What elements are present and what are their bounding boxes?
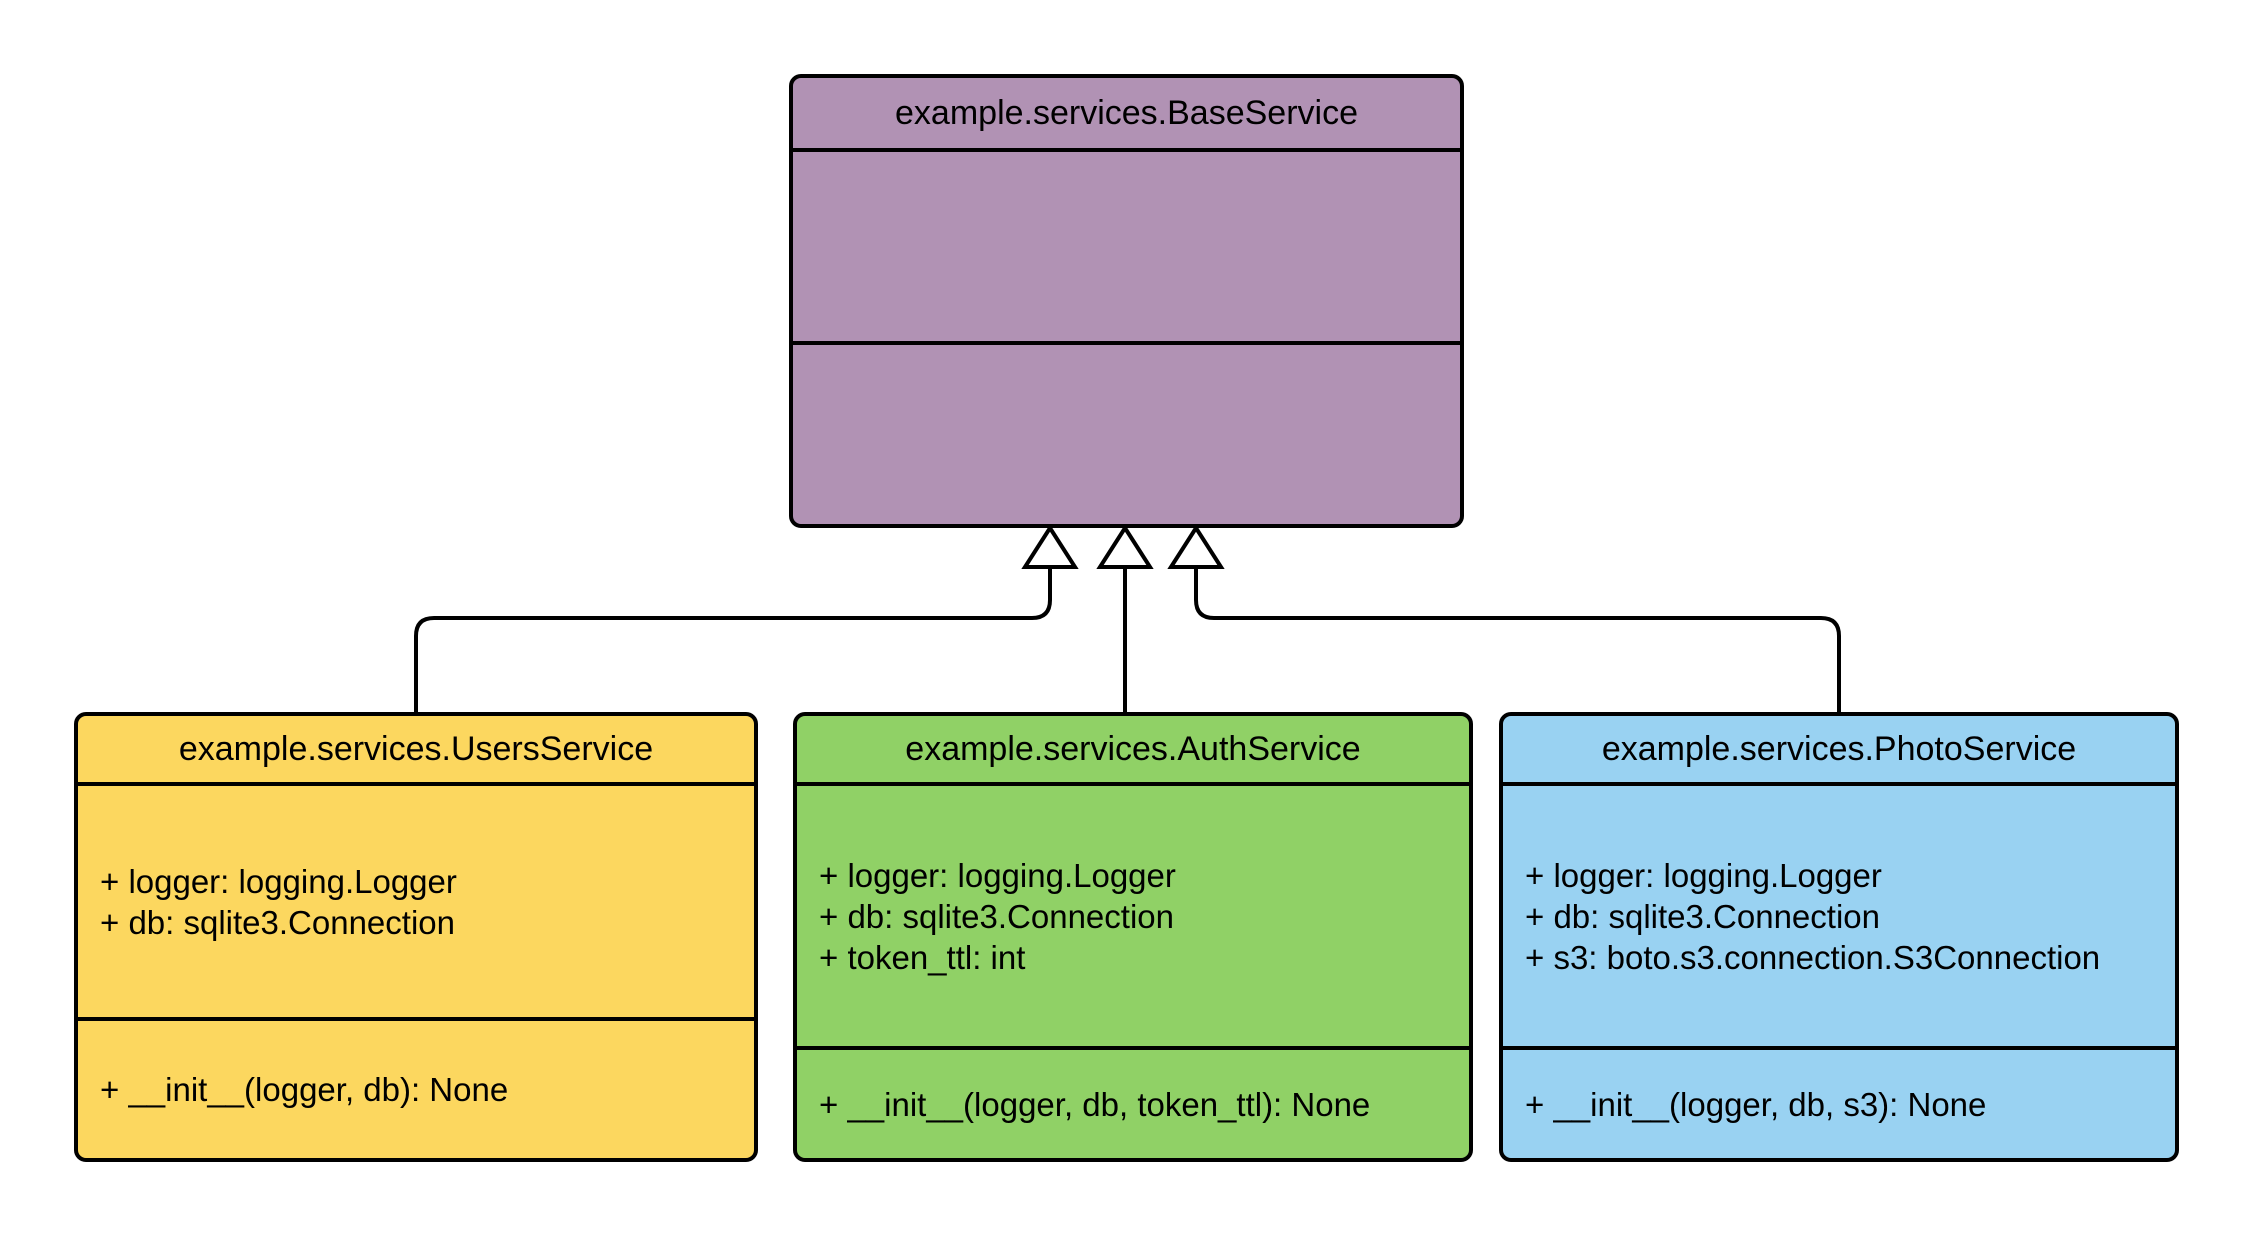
attribute-line: + db: sqlite3.Connection [1525, 897, 1880, 935]
methods-section: + __init__(logger, db, s3): None [1503, 1046, 2175, 1158]
attributes-section: + logger: logging.Logger + db: sqlite3.C… [1503, 782, 2175, 1046]
class-title: example.services.BaseService [895, 94, 1358, 132]
class-title: example.services.UsersService [178, 730, 654, 768]
attribute-line: + token_ttl: int [819, 938, 1026, 976]
class-box-authservice: example.services.AuthService + logger: l… [793, 712, 1473, 1162]
attribute-line: + logger: logging.Logger [1525, 856, 1882, 894]
methods-section [793, 341, 1460, 524]
attribute-line: + logger: logging.Logger [100, 862, 457, 900]
inheritance-triangle-authservice [1096, 524, 1154, 569]
method-line: + __init__(logger, db): None [100, 1071, 509, 1108]
class-box-baseservice: example.services.BaseService [789, 74, 1464, 528]
attributes-section [793, 148, 1460, 341]
attribute-line: + s3: boto.s3.connection.S3Connection [1525, 938, 2101, 976]
inheritance-triangle-photoservice [1167, 524, 1225, 569]
methods-section: + __init__(logger, db, token_ttl): None [797, 1046, 1469, 1158]
inheritance-edge-usersservice [414, 567, 1052, 714]
attribute-line: + logger: logging.Logger [819, 856, 1176, 894]
attribute-line: + db: sqlite3.Connection [819, 897, 1174, 935]
class-title: example.services.AuthService [905, 730, 1361, 768]
inheritance-edge-photoservice [1194, 567, 1841, 714]
method-line: + __init__(logger, db, s3): None [1525, 1085, 1987, 1123]
class-title: example.services.PhotoService [1601, 730, 2077, 768]
inheritance-triangle-usersservice [1021, 524, 1079, 569]
methods-section: + __init__(logger, db): None [78, 1017, 754, 1158]
attributes-section: + logger: logging.Logger + db: sqlite3.C… [797, 782, 1469, 1046]
class-box-photoservice: example.services.PhotoService + logger: … [1499, 712, 2179, 1162]
attribute-line: + db: sqlite3.Connection [100, 903, 455, 941]
method-line: + __init__(logger, db, token_ttl): None [819, 1085, 1371, 1123]
class-box-usersservice: example.services.UsersService + logger: … [74, 712, 758, 1162]
attributes-section: + logger: logging.Logger + db: sqlite3.C… [78, 782, 754, 1017]
